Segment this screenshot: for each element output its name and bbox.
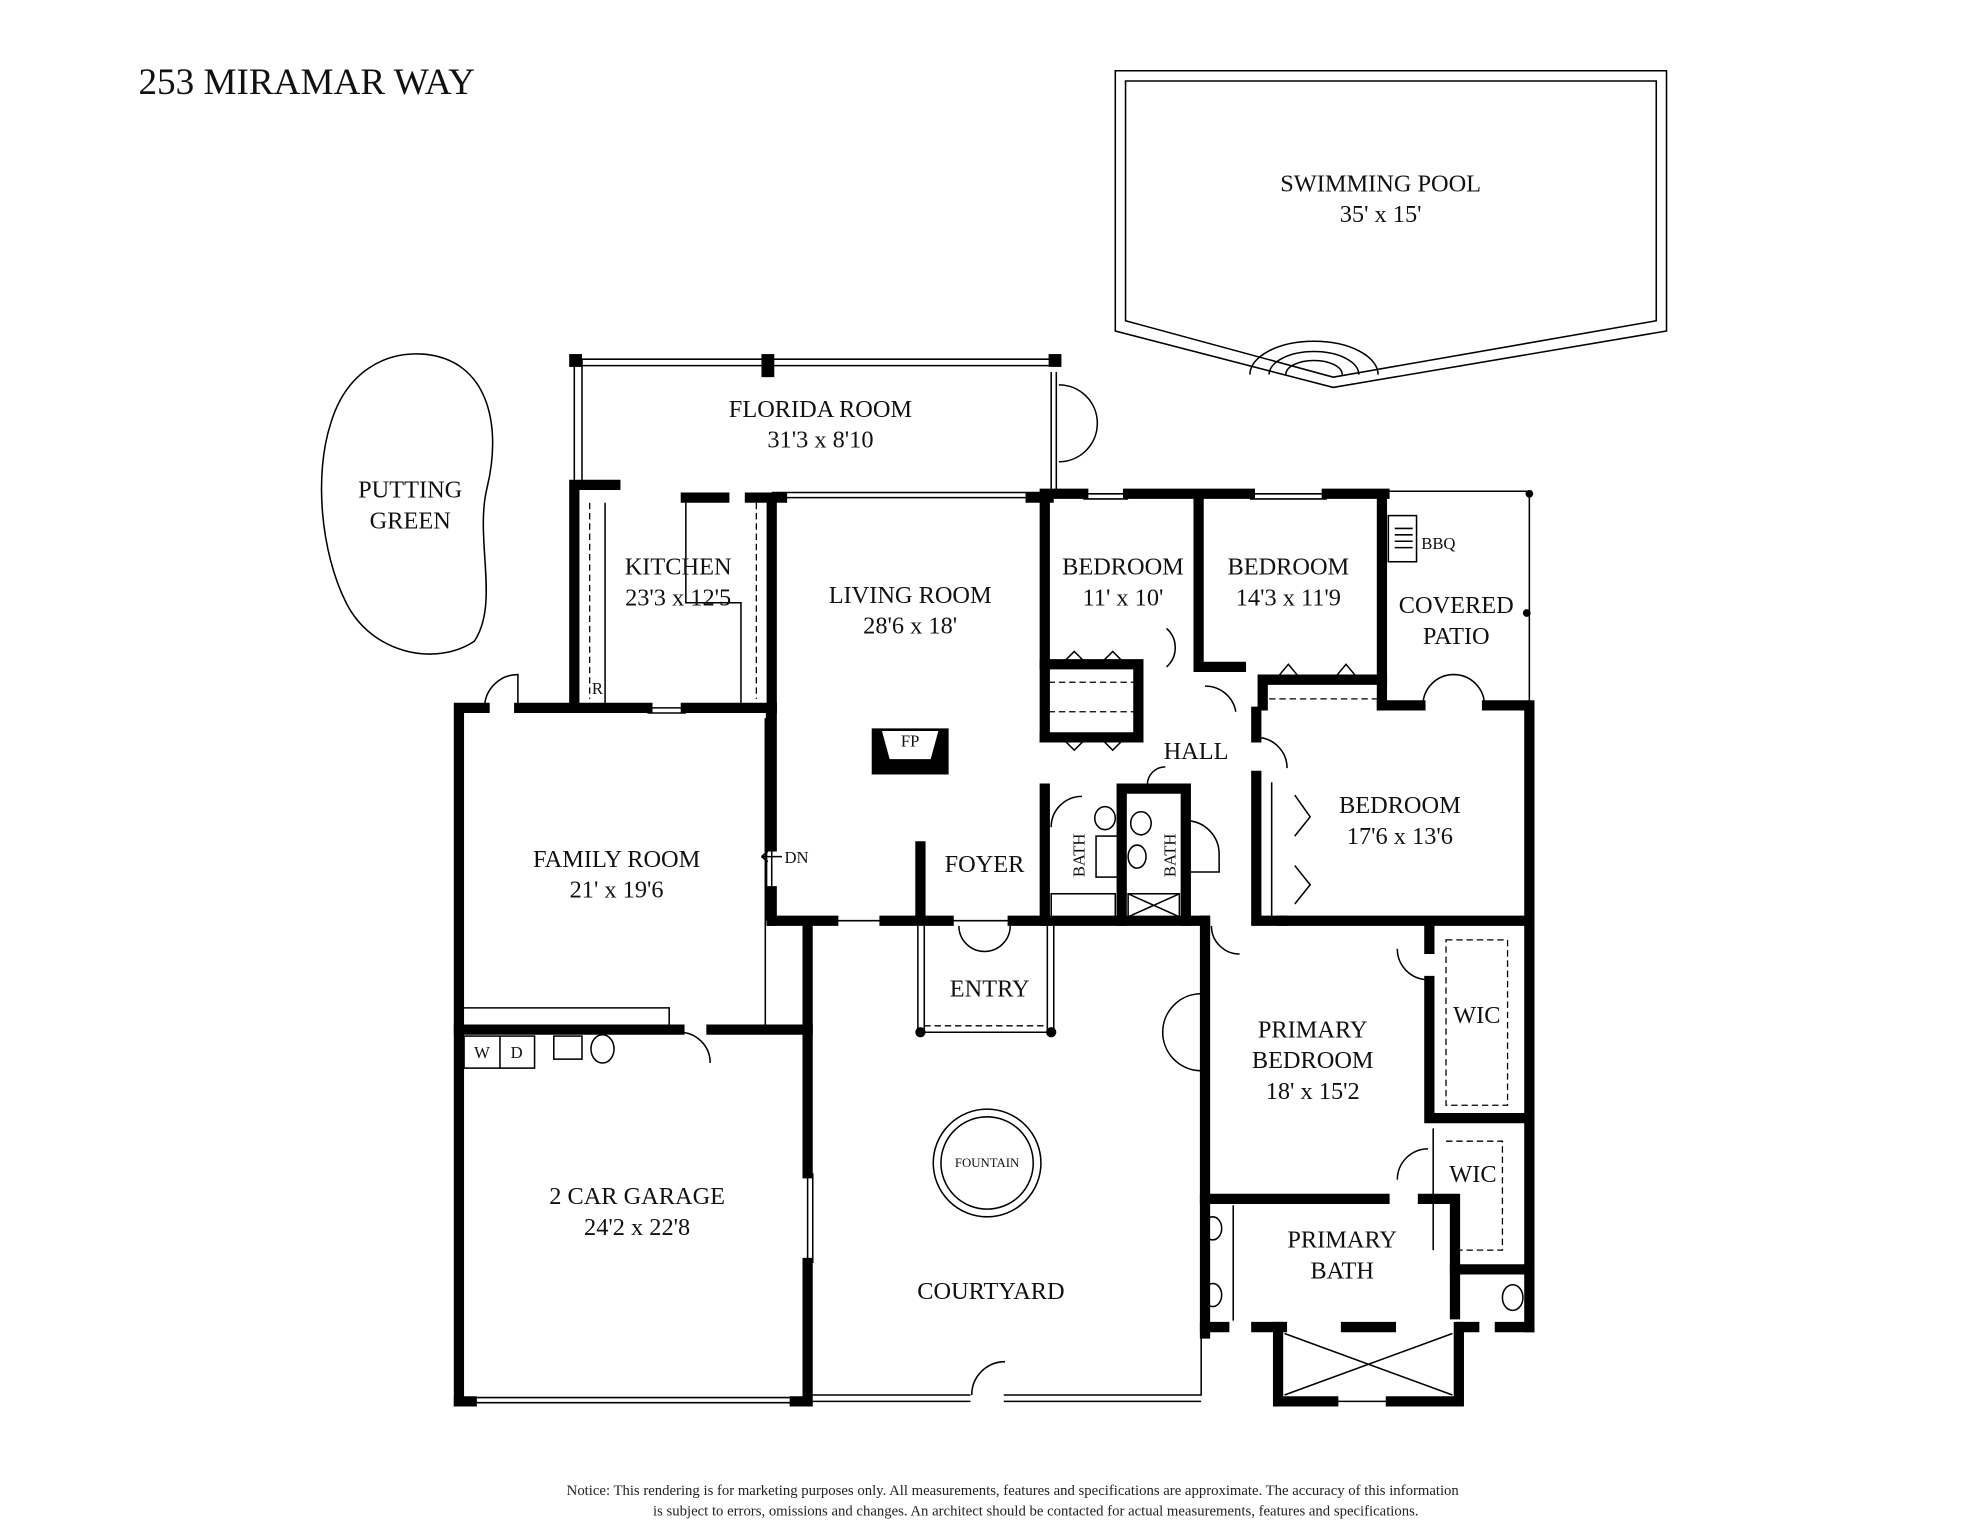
wic-2-label: WIC xyxy=(1449,1161,1496,1188)
bbq-label: BBQ xyxy=(1421,534,1455,553)
stairs-down-label: DN xyxy=(785,848,809,867)
wic-1-label: WIC xyxy=(1453,1002,1500,1029)
primary-bedroom-label: PRIMARY xyxy=(1258,1016,1368,1043)
putting-green-shape xyxy=(320,353,494,655)
notice-line-1: Notice: This rendering is for marketing … xyxy=(567,1483,1460,1499)
primary-bedroom-label-2: BEDROOM xyxy=(1252,1047,1374,1074)
swimming-pool xyxy=(1114,69,1668,389)
fountain-label: FOUNTAIN xyxy=(955,1156,1019,1170)
living-room-size: 28'6 x 18' xyxy=(863,613,957,640)
florida-room-size: 31'3 x 8'10 xyxy=(767,427,873,454)
florida-room-name: FLORIDA ROOM xyxy=(729,396,912,423)
bedroom-3-name: BEDROOM xyxy=(1339,792,1461,819)
family-room-size: 21' x 19'6 xyxy=(570,877,664,904)
bedroom-1-name: BEDROOM xyxy=(1062,554,1184,581)
garage-name: 2 CAR GARAGE xyxy=(549,1183,725,1210)
primary-bedroom-size: 18' x 15'2 xyxy=(1266,1078,1360,1105)
walls xyxy=(453,354,1535,1407)
pool-name: SWIMMING POOL xyxy=(1280,170,1481,197)
property-title: 253 MIRAMAR WAY xyxy=(138,62,475,103)
dryer-label: D xyxy=(511,1043,523,1062)
entry-label: ENTRY xyxy=(950,975,1030,1002)
courtyard-label: COURTYARD xyxy=(917,1278,1064,1305)
bedroom-2-name: BEDROOM xyxy=(1227,554,1349,581)
hall-label: HALL xyxy=(1164,738,1229,765)
covered-patio-label: COVERED xyxy=(1399,592,1514,619)
putting-green-label: PUTTING xyxy=(358,477,462,504)
putting-green-label-2: GREEN xyxy=(370,507,452,534)
arrow-left-icon xyxy=(760,850,782,863)
foyer-label: FOYER xyxy=(945,851,1026,878)
family-room-name: FAMILY ROOM xyxy=(533,846,700,873)
bedroom-3-size: 17'6 x 13'6 xyxy=(1347,823,1453,850)
refrigerator-label: R xyxy=(592,679,604,698)
primary-bath-label: PRIMARY xyxy=(1287,1227,1397,1254)
covered-patio-label-2: PATIO xyxy=(1423,623,1490,650)
fireplace-label: FP xyxy=(901,731,920,750)
garage-size: 24'2 x 22'8 xyxy=(584,1214,690,1241)
pool-size: 35' x 15' xyxy=(1340,201,1422,228)
bath-1-label: BATH xyxy=(1070,834,1089,878)
washer-label: W xyxy=(474,1043,490,1062)
kitchen-name: KITCHEN xyxy=(625,554,732,581)
primary-bath-label-2: BATH xyxy=(1310,1257,1374,1284)
living-room-name: LIVING ROOM xyxy=(829,582,992,609)
notice-line-2: is subject to errors, omissions and chan… xyxy=(653,1504,1419,1520)
bath-2-label: BATH xyxy=(1161,834,1180,878)
bedroom-1-size: 11' x 10' xyxy=(1083,584,1164,611)
bedroom-2-size: 14'3 x 11'9 xyxy=(1236,584,1341,611)
kitchen-size: 23'3 x 12'5 xyxy=(625,584,731,611)
